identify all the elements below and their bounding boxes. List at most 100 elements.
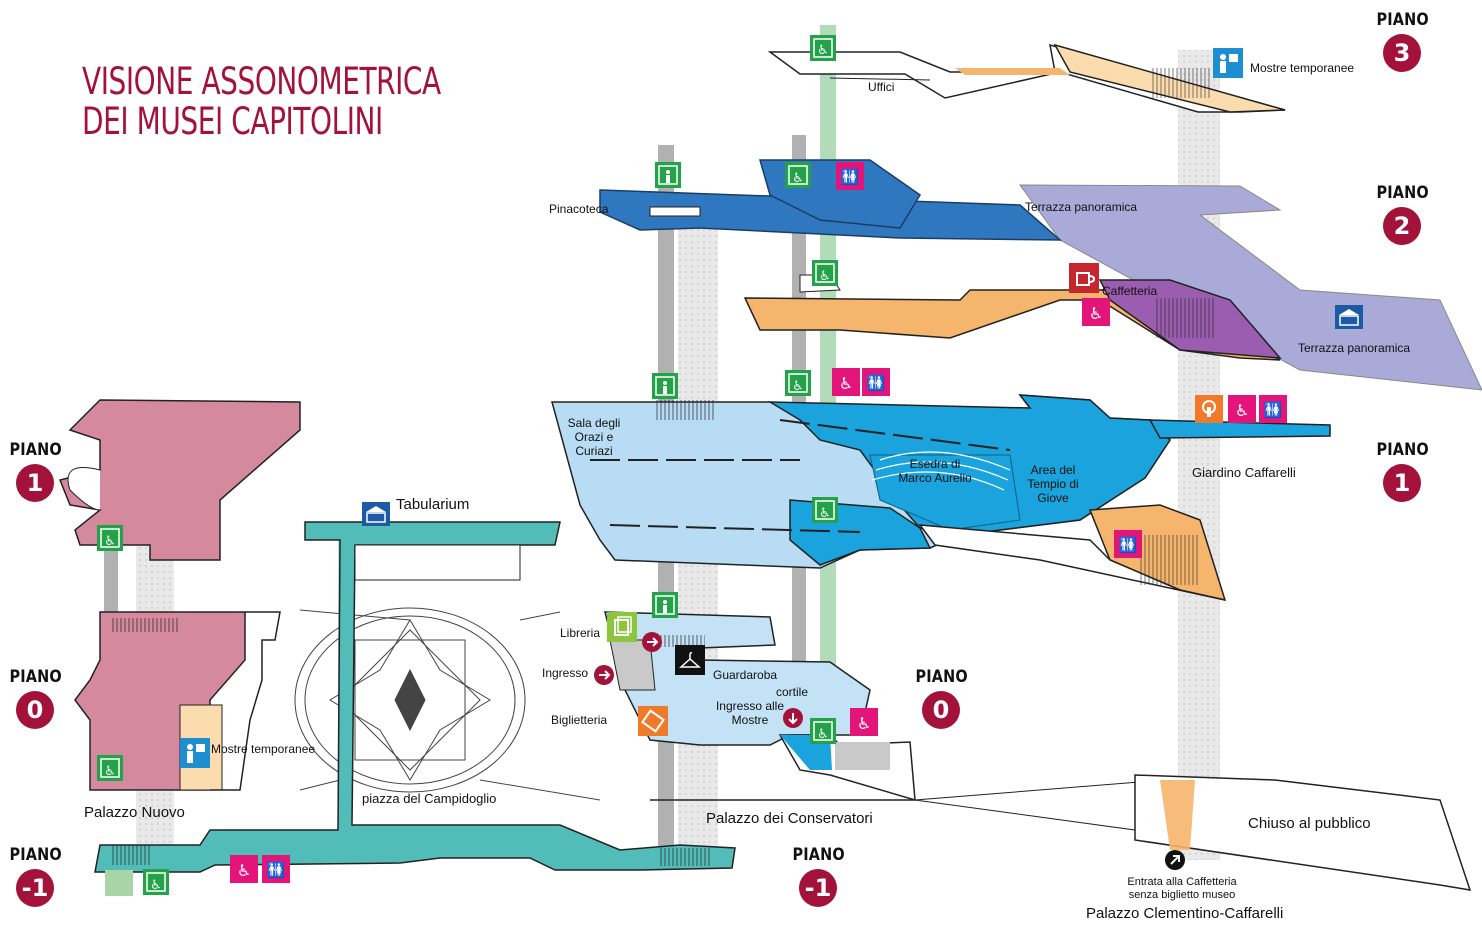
floor-label: PIANO [9, 845, 62, 865]
entrance-arrow-icon [594, 665, 614, 685]
svg-text:♿: ♿ [817, 726, 829, 741]
floor-label: PIANO [1376, 10, 1429, 30]
floor-2-plan [599, 159, 1482, 391]
floor-0-conservatori-plan [604, 611, 1472, 891]
bookshop-icon [607, 612, 637, 642]
floor-number: -1 [16, 869, 54, 907]
title-line-1: VISIONE ASSONOMETRICA [82, 60, 441, 103]
label-biglietteria: Biglietteria [551, 713, 608, 727]
elevator-icon: ♿ [143, 869, 169, 895]
floor-3-plan [767, 43, 1286, 113]
svg-text:🚻: 🚻 [1119, 536, 1138, 554]
svg-text:🚻: 🚻 [867, 374, 886, 392]
elevator-icon: ♿ [810, 718, 836, 744]
floor-label: PIANO [915, 667, 968, 687]
floor-indicator-0-left: PIANO 0 [5, 667, 65, 729]
label-tabularium: Tabularium [396, 496, 470, 513]
wheelchair-icon: ♿ [832, 368, 860, 396]
piazza-campidoglio [294, 607, 601, 801]
restroom-icon: 🚻 [1259, 395, 1287, 423]
label-entrata-caffetteria-1: Entrata alla Caffetteria [1127, 876, 1237, 888]
label-guardaroba: Guardaroba [713, 668, 778, 682]
elevator-icon [655, 162, 681, 188]
label-terrazza-panoramica-top: Terrazza panoramica [1025, 200, 1138, 214]
floor-indicator-1-left: PIANO 1 [5, 440, 65, 502]
label-libreria: Libreria [560, 626, 601, 640]
restroom-icon: 🚻 [262, 855, 290, 883]
svg-text:♿: ♿ [104, 763, 116, 778]
ticket-icon [638, 706, 668, 736]
palazzo-nuovo-plan [58, 399, 301, 791]
elevator-icon: ♿ [812, 260, 838, 286]
label-sala-orazi: Sala degli Orazi e Curiazi [567, 416, 621, 458]
map-title: VISIONE ASSONOMETRICA DEI MUSEI CAPITOLI… [82, 62, 441, 142]
entrance-arrow-icon [642, 632, 662, 652]
floor-number: 0 [16, 691, 54, 729]
restroom-icon: 🚻 [1114, 530, 1142, 558]
label-ingresso-mostre: Ingresso alle Mostre [715, 699, 785, 727]
floor-number: -1 [799, 869, 837, 907]
elevator-icon [652, 373, 678, 399]
elevator-icon: ♿ [812, 497, 838, 523]
label-mostre-temporanee-0: Mostre temporanee [211, 742, 316, 756]
label-cortile: cortile [776, 685, 809, 699]
svg-text:🚻: 🚻 [1264, 401, 1283, 419]
wheelchair-icon: ♿ [1082, 298, 1110, 326]
svg-text:🚻: 🚻 [267, 861, 286, 879]
elevator-icon: ♿ [785, 162, 811, 188]
label-uffici: Uffici [868, 80, 895, 94]
elevator-icon: ♿ [810, 35, 836, 61]
floor-number: 0 [922, 691, 960, 729]
svg-text:♿: ♿ [839, 376, 853, 393]
svg-text:♿: ♿ [150, 877, 162, 892]
svg-text:♿: ♿ [1089, 306, 1103, 323]
svg-text:♿: ♿ [792, 378, 804, 393]
label-palazzo-clementino: Palazzo Clementino-Caffarelli [1086, 905, 1284, 922]
svg-text:♿: ♿ [819, 505, 831, 520]
svg-text:♿: ♿ [1235, 403, 1249, 420]
landmark-icon [1335, 305, 1363, 329]
icons-layer: ♿ ♿ ♿ ♿ ♿ ♿ ♿ ♿ ♿ 🚻 ♿ ♿ 🚻 ♿ 🚻 🚻 ♿ ♿ 🚻 [97, 35, 1363, 895]
label-chiuso: Chiuso al pubblico [1248, 815, 1371, 832]
coat-hanger-icon [675, 645, 705, 675]
svg-text:♿: ♿ [819, 268, 831, 283]
floor-number: 1 [1383, 464, 1421, 502]
floor-number: 3 [1383, 34, 1421, 72]
entrance-arrow-icon [783, 708, 803, 728]
landmark-icon [362, 502, 390, 526]
label-giardino: Giardino Caffarelli [1192, 465, 1296, 480]
tactile-icon [1195, 395, 1223, 423]
floor-indicator-0-middle: PIANO 0 [911, 667, 971, 729]
svg-text:♿: ♿ [237, 863, 251, 880]
floor-label: PIANO [9, 667, 62, 687]
label-pinacoteca: Pinacoteca [549, 202, 609, 216]
svg-text:♿: ♿ [792, 170, 804, 185]
floor-number: 1 [16, 464, 54, 502]
floor-1-plan [551, 394, 1331, 602]
floor-indicator-1-right: PIANO 1 [1372, 440, 1432, 502]
wheelchair-icon: ♿ [230, 855, 258, 883]
label-piazza: piazza del Campidoglio [362, 791, 497, 806]
exhibition-icon [180, 738, 210, 768]
floor-indicator-2: PIANO 2 [1372, 183, 1432, 245]
floor-indicator-minus1-left: PIANO -1 [5, 845, 65, 907]
elevator-icon: ♿ [97, 525, 123, 551]
floor-indicator-minus1-middle: PIANO -1 [788, 845, 848, 907]
floor-label: PIANO [1376, 440, 1429, 460]
svg-text:♿: ♿ [817, 42, 829, 57]
exhibition-icon [1213, 48, 1243, 78]
floor-indicator-3: PIANO 3 [1372, 10, 1432, 72]
floor-number: 2 [1383, 207, 1421, 245]
floor-label: PIANO [9, 440, 62, 460]
label-terrazza-panoramica: Terrazza panoramica [1298, 341, 1411, 355]
label-mostre-temporanee-3: Mostre temporanee [1250, 61, 1355, 75]
wheelchair-icon: ♿ [850, 708, 878, 736]
label-esedra: Esedra di Marco Aurelio [898, 457, 972, 485]
wheelchair-icon: ♿ [1228, 395, 1256, 423]
floor-label: PIANO [792, 845, 845, 865]
label-entrata-caffetteria-2: senza biglietto museo [1128, 889, 1236, 901]
label-palazzo-conservatori: Palazzo dei Conservatori [706, 810, 873, 827]
restroom-icon: 🚻 [836, 162, 864, 190]
restroom-icon: 🚻 [862, 368, 890, 396]
svg-text:♿: ♿ [104, 533, 116, 548]
